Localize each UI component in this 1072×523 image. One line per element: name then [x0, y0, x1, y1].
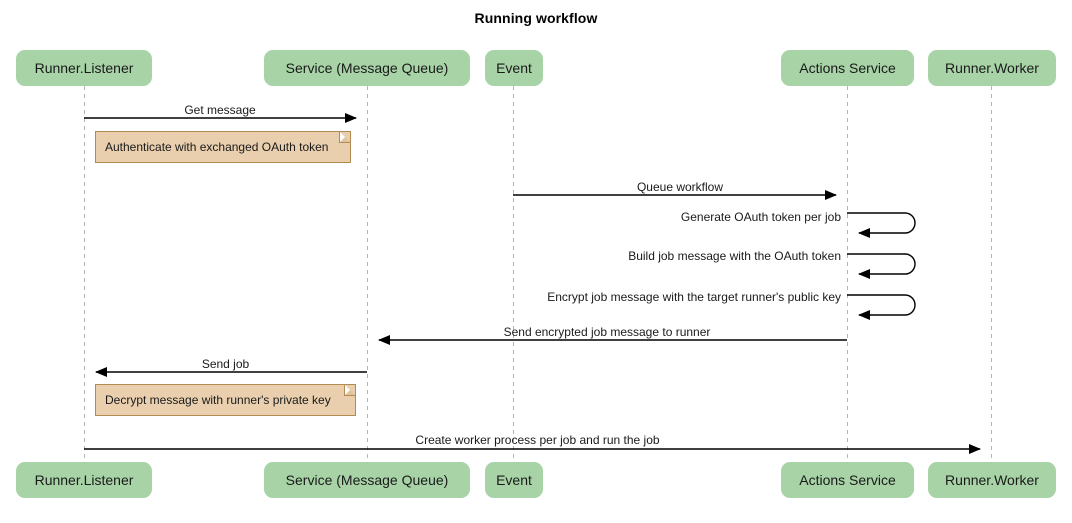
- page-title: Running workflow: [474, 10, 598, 26]
- message-label-generate-token: Generate OAuth token per job: [680, 210, 841, 224]
- arrow-encrypt-job-msg: [847, 294, 916, 320]
- message-label-send-encrypted: Send encrypted job message to runner: [503, 325, 711, 339]
- participant-label: Event: [496, 60, 532, 76]
- note-fold-corner-icon: [339, 131, 351, 143]
- participant-runner-worker-bottom[interactable]: Runner.Worker: [928, 462, 1056, 498]
- participant-label: Runner.Worker: [945, 472, 1039, 488]
- arrow-generate-token: [847, 212, 916, 238]
- participant-label: Actions Service: [799, 472, 896, 488]
- participant-label: Service (Message Queue): [285, 60, 449, 76]
- message-label-build-job-msg: Build job message with the OAuth token: [628, 249, 841, 263]
- participant-service-mq-top[interactable]: Service (Message Queue): [264, 50, 470, 86]
- note-fold-corner-icon: [344, 384, 356, 396]
- participant-label: Runner.Listener: [34, 472, 134, 488]
- participant-runner-worker-top[interactable]: Runner.Worker: [928, 50, 1056, 86]
- message-label-encrypt-job-msg: Encrypt job message with the target runn…: [547, 290, 841, 304]
- message-label-get-message: Get message: [184, 103, 256, 117]
- participant-label: Actions Service: [799, 60, 896, 76]
- note-text: Decrypt message with runner's private ke…: [105, 393, 331, 407]
- participant-event-top[interactable]: Event: [485, 50, 543, 86]
- message-label-create-worker: Create worker process per job and run th…: [415, 433, 660, 447]
- participant-label: Runner.Listener: [34, 60, 134, 76]
- participant-runner-listener-top[interactable]: Runner.Listener: [16, 50, 152, 86]
- participant-runner-listener-bottom[interactable]: Runner.Listener: [16, 462, 152, 498]
- participant-event-bottom[interactable]: Event: [485, 462, 543, 498]
- note-text: Authenticate with exchanged OAuth token: [105, 140, 329, 154]
- participant-actions-service-bottom[interactable]: Actions Service: [781, 462, 914, 498]
- participant-service-mq-bottom[interactable]: Service (Message Queue): [264, 462, 470, 498]
- participant-label: Runner.Worker: [945, 60, 1039, 76]
- participant-label: Event: [496, 472, 532, 488]
- participant-actions-service-top[interactable]: Actions Service: [781, 50, 914, 86]
- message-label-send-job: Send job: [201, 357, 250, 371]
- participant-label: Service (Message Queue): [285, 472, 449, 488]
- note-authenticate: Authenticate with exchanged OAuth token: [95, 131, 351, 163]
- arrow-build-job-msg: [847, 253, 916, 279]
- message-label-queue-workflow: Queue workflow: [636, 180, 724, 194]
- note-decrypt: Decrypt message with runner's private ke…: [95, 384, 356, 416]
